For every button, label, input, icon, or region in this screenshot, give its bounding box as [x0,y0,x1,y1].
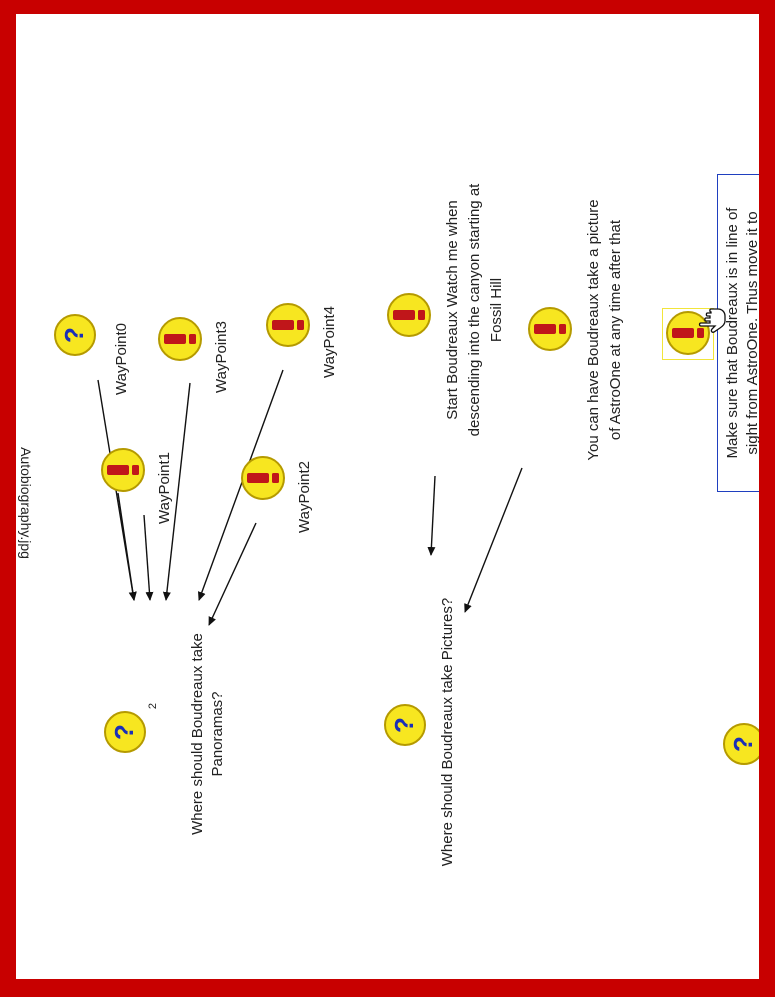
arrow-waypoint1-to-panoramas [117,492,137,601]
hand-cursor-icon [698,308,726,333]
arrow-anytime-to-pictures [464,467,523,613]
svg-text:?: ? [109,724,139,740]
question-icon[interactable]: ? [103,710,147,754]
exclamation-icon[interactable] [527,306,573,352]
question-icon[interactable]: ? [722,722,766,766]
arrow-waypoint3-to-panoramas [162,382,191,601]
exclamation-icon[interactable] [386,292,432,338]
hover-highlight-box [662,308,714,360]
line-of-sight-text-box[interactable]: Make sure that Boudreaux is in line of s… [717,174,761,492]
exclamation-icon[interactable] [665,310,711,356]
arrow-waypoint4-to-panoramas [197,369,284,601]
exclamation-icon[interactable] [240,455,286,501]
question-icon[interactable]: ? [383,703,427,747]
arrow-midline-to-panoramas [143,514,154,601]
exclamation-icon[interactable] [157,316,203,362]
svg-text:?: ? [389,717,419,733]
arrow-startwatch-to-pictures [427,475,436,556]
svg-text:?: ? [59,327,89,343]
arrow-waypoint2-to-panoramas [208,522,257,626]
svg-text:?: ? [728,736,758,752]
exclamation-icon[interactable] [100,447,146,493]
question-icon[interactable]: ? [53,313,97,357]
exclamation-icon[interactable] [265,302,311,348]
